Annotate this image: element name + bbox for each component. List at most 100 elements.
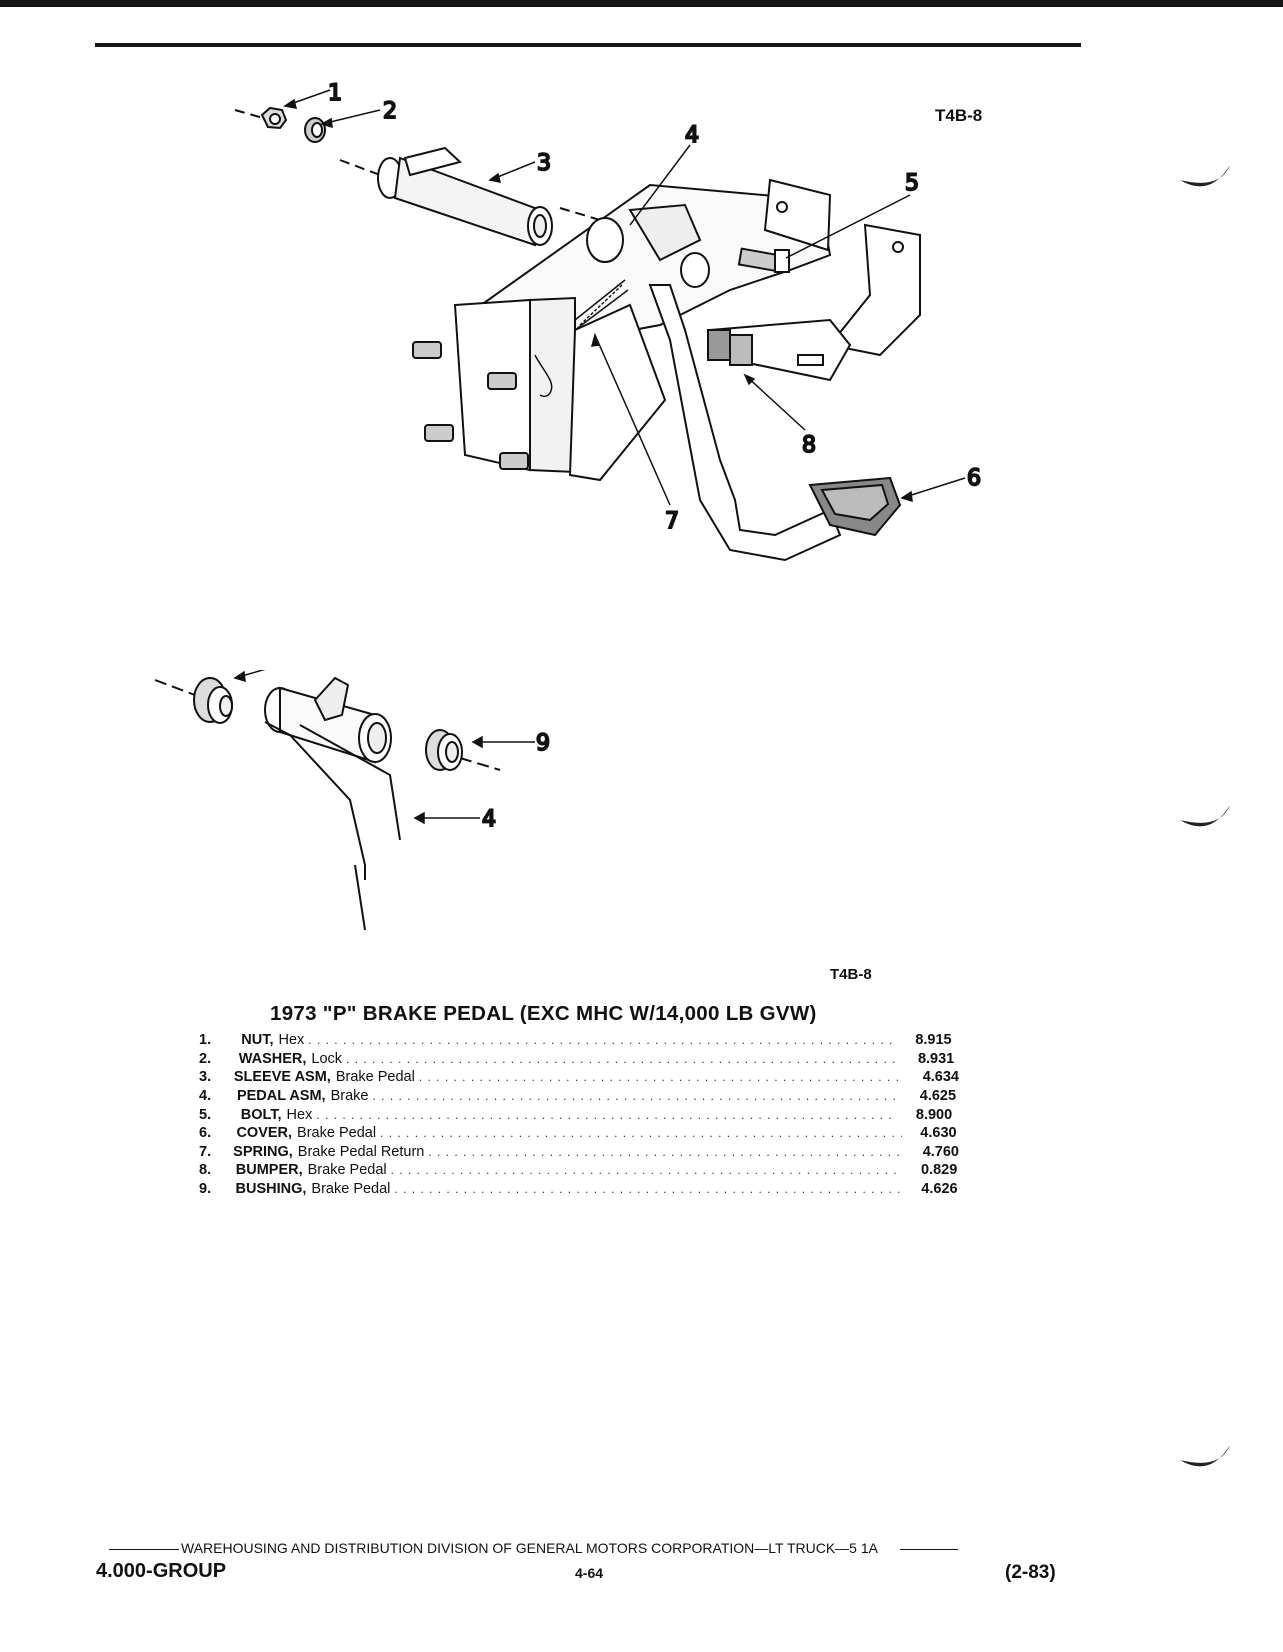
part-code: 8.900	[915, 1106, 953, 1123]
part-description: BUMPER,Brake Pedal	[236, 1162, 387, 1178]
callout-leaders	[283, 89, 966, 506]
dot-leader	[419, 1070, 905, 1084]
top-border-bar	[0, 0, 1283, 7]
part-description: BOLT,Hex	[241, 1107, 313, 1123]
dot-leader	[346, 1052, 900, 1066]
part-code: 4.634	[922, 1069, 959, 1086]
part-code: 4.626	[921, 1181, 958, 1198]
pedal-cover-part	[808, 476, 902, 537]
callout-6: 6	[967, 466, 981, 491]
dot-leader	[428, 1145, 904, 1159]
binder-mark-bottom	[1180, 1445, 1230, 1467]
callout-2: 2	[383, 99, 397, 124]
header-rule	[95, 43, 1081, 47]
part-code: 0.829	[921, 1162, 958, 1179]
part-description: WASHER,Lock	[239, 1051, 342, 1067]
part-description: PEDAL ASM,Brake	[237, 1088, 369, 1104]
part-detail: Brake	[330, 1088, 369, 1105]
axis-line	[234, 109, 271, 121]
parts-list-row: 4. PEDAL ASM,Brake 4.625	[199, 1087, 959, 1106]
mounting-plate	[412, 296, 667, 482]
callout-5: 5	[905, 171, 919, 196]
parts-list: 1.NUT,Hex8.9152.WASHER,Lock8.9313.SLEEVE…	[199, 1031, 959, 1198]
part-name: COVER,	[236, 1125, 293, 1142]
pedal-hub-part	[264, 676, 401, 930]
dot-leader	[308, 1033, 897, 1047]
part-detail: Brake Pedal Return	[297, 1143, 425, 1160]
lock-washer-part	[304, 117, 326, 143]
callout-4: 4	[685, 123, 699, 148]
part-number: 8.	[199, 1162, 212, 1179]
part-number: 5.	[199, 1106, 212, 1123]
callout-4-detail: 4	[482, 807, 496, 832]
bushing-left-part	[193, 677, 233, 724]
parts-list-title: 1973 "P" BRAKE PEDAL (EXC MHC W/14,000 L…	[270, 1002, 817, 1025]
callout-8: 8	[802, 433, 816, 458]
footer-date: (2-83)	[1005, 1562, 1056, 1583]
part-code: 8.915	[915, 1032, 952, 1049]
callout-1: 1	[328, 81, 342, 106]
dot-leader	[391, 1163, 903, 1177]
dot-leader	[380, 1126, 902, 1140]
part-number: 1.	[199, 1032, 212, 1049]
callout-9-left: 9	[283, 670, 297, 674]
part-description: SPRING,Brake Pedal Return	[233, 1144, 424, 1160]
part-description: NUT,Hex	[241, 1032, 304, 1048]
part-code: 4.625	[919, 1088, 957, 1105]
part-detail: Brake Pedal	[335, 1069, 415, 1086]
part-name: BUMPER,	[235, 1162, 303, 1179]
bushing-right-part	[425, 729, 463, 771]
binder-mark-top	[1180, 165, 1230, 187]
part-detail: Brake Pedal	[307, 1162, 387, 1179]
footer-publisher: WAREHOUSING AND DISTRIBUTION DIVISION OF…	[181, 1540, 878, 1556]
sleeve-assembly-part	[377, 146, 553, 247]
part-detail: Hex	[278, 1032, 305, 1049]
part-number: 4.	[199, 1088, 212, 1105]
parts-list-row: 1. NUT,Hex 8.915	[199, 1031, 959, 1050]
bumper-part	[707, 329, 753, 366]
callout-7: 7	[665, 509, 679, 534]
parts-list-row: 8. BUMPER,Brake Pedal 0.829	[199, 1161, 959, 1180]
part-number: 2.	[199, 1050, 212, 1067]
callout-9-right: 9	[536, 731, 550, 756]
stud-bolts	[412, 341, 529, 470]
figure-code-bottom: T4B-8	[830, 966, 872, 983]
part-detail: Brake Pedal	[311, 1181, 391, 1198]
hex-bolt-part	[737, 247, 790, 273]
part-description: BUSHING,Brake Pedal	[236, 1181, 391, 1197]
dot-leader	[316, 1108, 898, 1122]
parts-list-row: 7. SPRING,Brake Pedal Return 4.760	[199, 1143, 959, 1162]
pedal-bushing-detail-diagram: 9 9 4	[154, 670, 551, 930]
part-name: SPRING,	[233, 1143, 293, 1160]
part-description: COVER,Brake Pedal	[236, 1125, 376, 1141]
footer-publisher-line: WAREHOUSING AND DISTRIBUTION DIVISION OF…	[109, 1540, 958, 1556]
part-code: 4.630	[920, 1125, 957, 1142]
footer-page-number: 4-64	[575, 1565, 604, 1581]
part-number: 6.	[199, 1125, 212, 1142]
dot-leader	[372, 1089, 901, 1103]
part-description: SLEEVE ASM,Brake Pedal	[234, 1069, 415, 1085]
part-detail: Hex	[286, 1106, 313, 1123]
part-name: PEDAL ASM,	[236, 1088, 326, 1105]
brake-pedal-exploded-diagram: 1 2 3 4 5 6 7 8	[234, 80, 982, 562]
parts-list-row: 6. COVER,Brake Pedal 4.630	[199, 1124, 959, 1143]
parts-list-row: 5. BOLT,Hex 8.900	[199, 1105, 959, 1124]
callout-3: 3	[537, 151, 551, 176]
part-name: BUSHING,	[235, 1181, 307, 1198]
pedal-assembly-part	[586, 203, 842, 562]
part-number: 3.	[199, 1069, 212, 1086]
part-code: 4.760	[922, 1143, 959, 1160]
part-name: SLEEVE ASM,	[233, 1069, 331, 1086]
figure-code-top: T4B-8	[935, 106, 983, 125]
part-name: WASHER,	[238, 1050, 307, 1067]
part-name: NUT,	[241, 1032, 274, 1049]
footer-group: 4.000-GROUP	[96, 1560, 227, 1582]
return-spring-part	[534, 279, 629, 397]
parts-list-row: 9. BUSHING,Brake Pedal 4.626	[199, 1180, 959, 1199]
parts-list-row: 2.WASHER,Lock8.931	[199, 1050, 959, 1069]
part-name: BOLT,	[240, 1106, 282, 1123]
part-number: 7.	[199, 1143, 212, 1160]
part-number: 9.	[199, 1181, 212, 1198]
dot-leader	[394, 1182, 903, 1196]
hex-nut-part	[260, 106, 288, 130]
